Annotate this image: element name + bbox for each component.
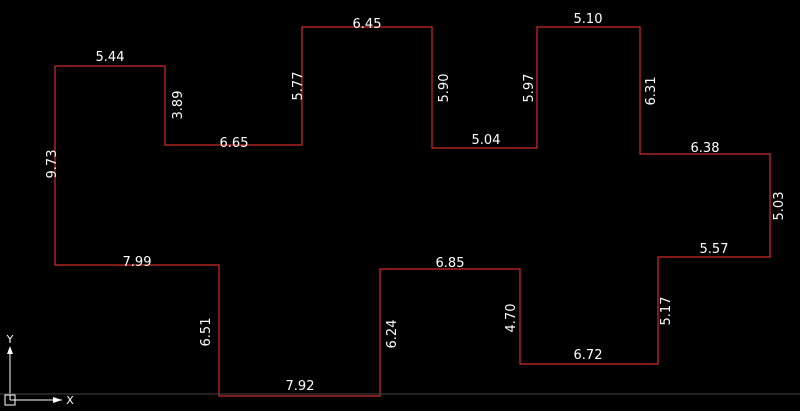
dim-left-step-width: 7.99: [123, 255, 152, 270]
dim-top-right-width: 5.10: [574, 12, 603, 27]
shape-outline[interactable]: [54, 26, 771, 397]
ucs-axis-icon: [4, 346, 62, 406]
dim-notch1-right-height: 5.77: [291, 72, 306, 101]
dim-left-height: 9.73: [45, 150, 60, 179]
dim-lower-right-step-width: 5.57: [700, 242, 729, 257]
dim-bottom-left-height: 6.51: [199, 318, 214, 347]
dim-lower-right-height: 5.17: [659, 297, 674, 326]
dim-bottom-width: 7.92: [286, 379, 315, 394]
dim-far-right-height: 5.03: [772, 192, 787, 221]
dim-top-mid-width: 6.45: [353, 17, 382, 32]
dim-pocket-left-height: 6.24: [385, 320, 400, 349]
y-axis-label: Y: [6, 333, 14, 346]
dim-notch2-bottom: 5.04: [472, 133, 501, 148]
dim-notch1-bottom: 6.65: [220, 136, 249, 151]
dim-notch2-right-height: 5.97: [522, 74, 537, 103]
dim-top-mid-right-height: 5.90: [437, 74, 452, 103]
dim-pocket-top-width: 6.85: [436, 256, 465, 271]
x-axis-label: X: [66, 394, 74, 407]
dim-right-pocket-height: 4.70: [504, 304, 519, 333]
dim-right-drop-height: 6.31: [644, 77, 659, 106]
dim-top-left-inner-height: 3.89: [171, 91, 186, 120]
dim-top-left-width: 5.44: [96, 50, 125, 65]
dim-bottom-right-width: 6.72: [574, 348, 603, 363]
dim-right-step-width: 6.38: [691, 141, 720, 156]
